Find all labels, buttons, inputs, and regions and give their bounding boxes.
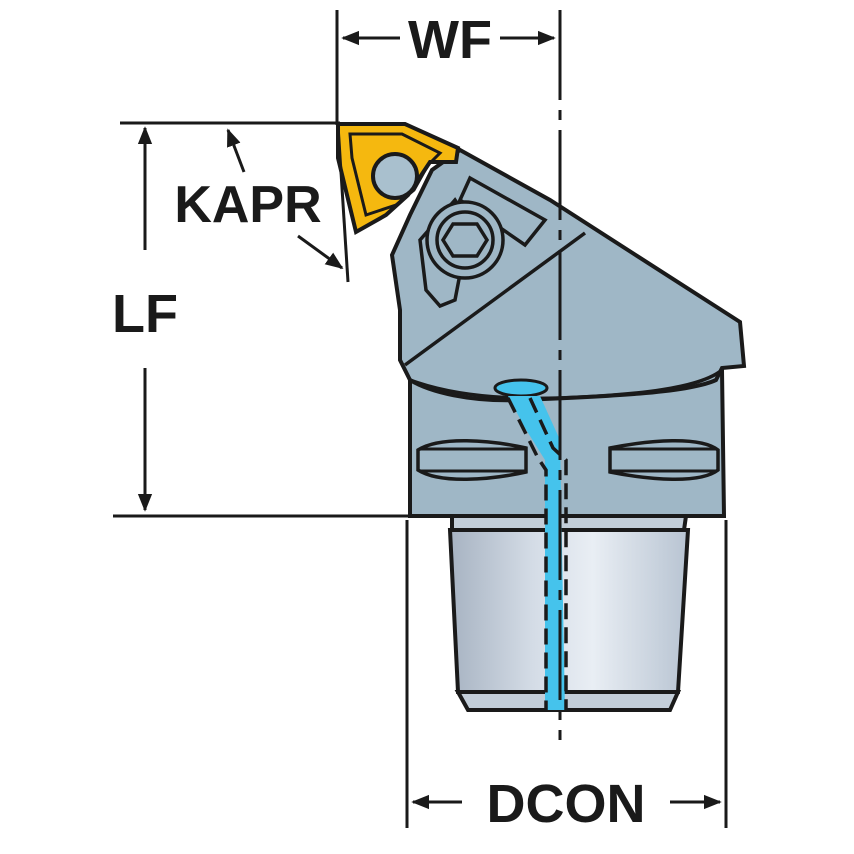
wf-dimension: WF (335, 10, 556, 125)
wf-label: WF (408, 10, 492, 70)
clamp-screw-icon (425, 200, 505, 280)
left-slot (416, 439, 528, 481)
lf-label: LF (112, 284, 178, 344)
dcon-label: DCON (487, 774, 646, 834)
dcon-dimension: DCON (405, 520, 728, 834)
shank (447, 514, 691, 712)
coolant-channel (493, 378, 568, 710)
insert (336, 122, 461, 236)
lf-dimension: LF (112, 121, 452, 518)
kapr-label: KAPR (174, 176, 321, 234)
right-slot (608, 439, 720, 481)
kapr-dimension: KAPR (174, 124, 350, 283)
